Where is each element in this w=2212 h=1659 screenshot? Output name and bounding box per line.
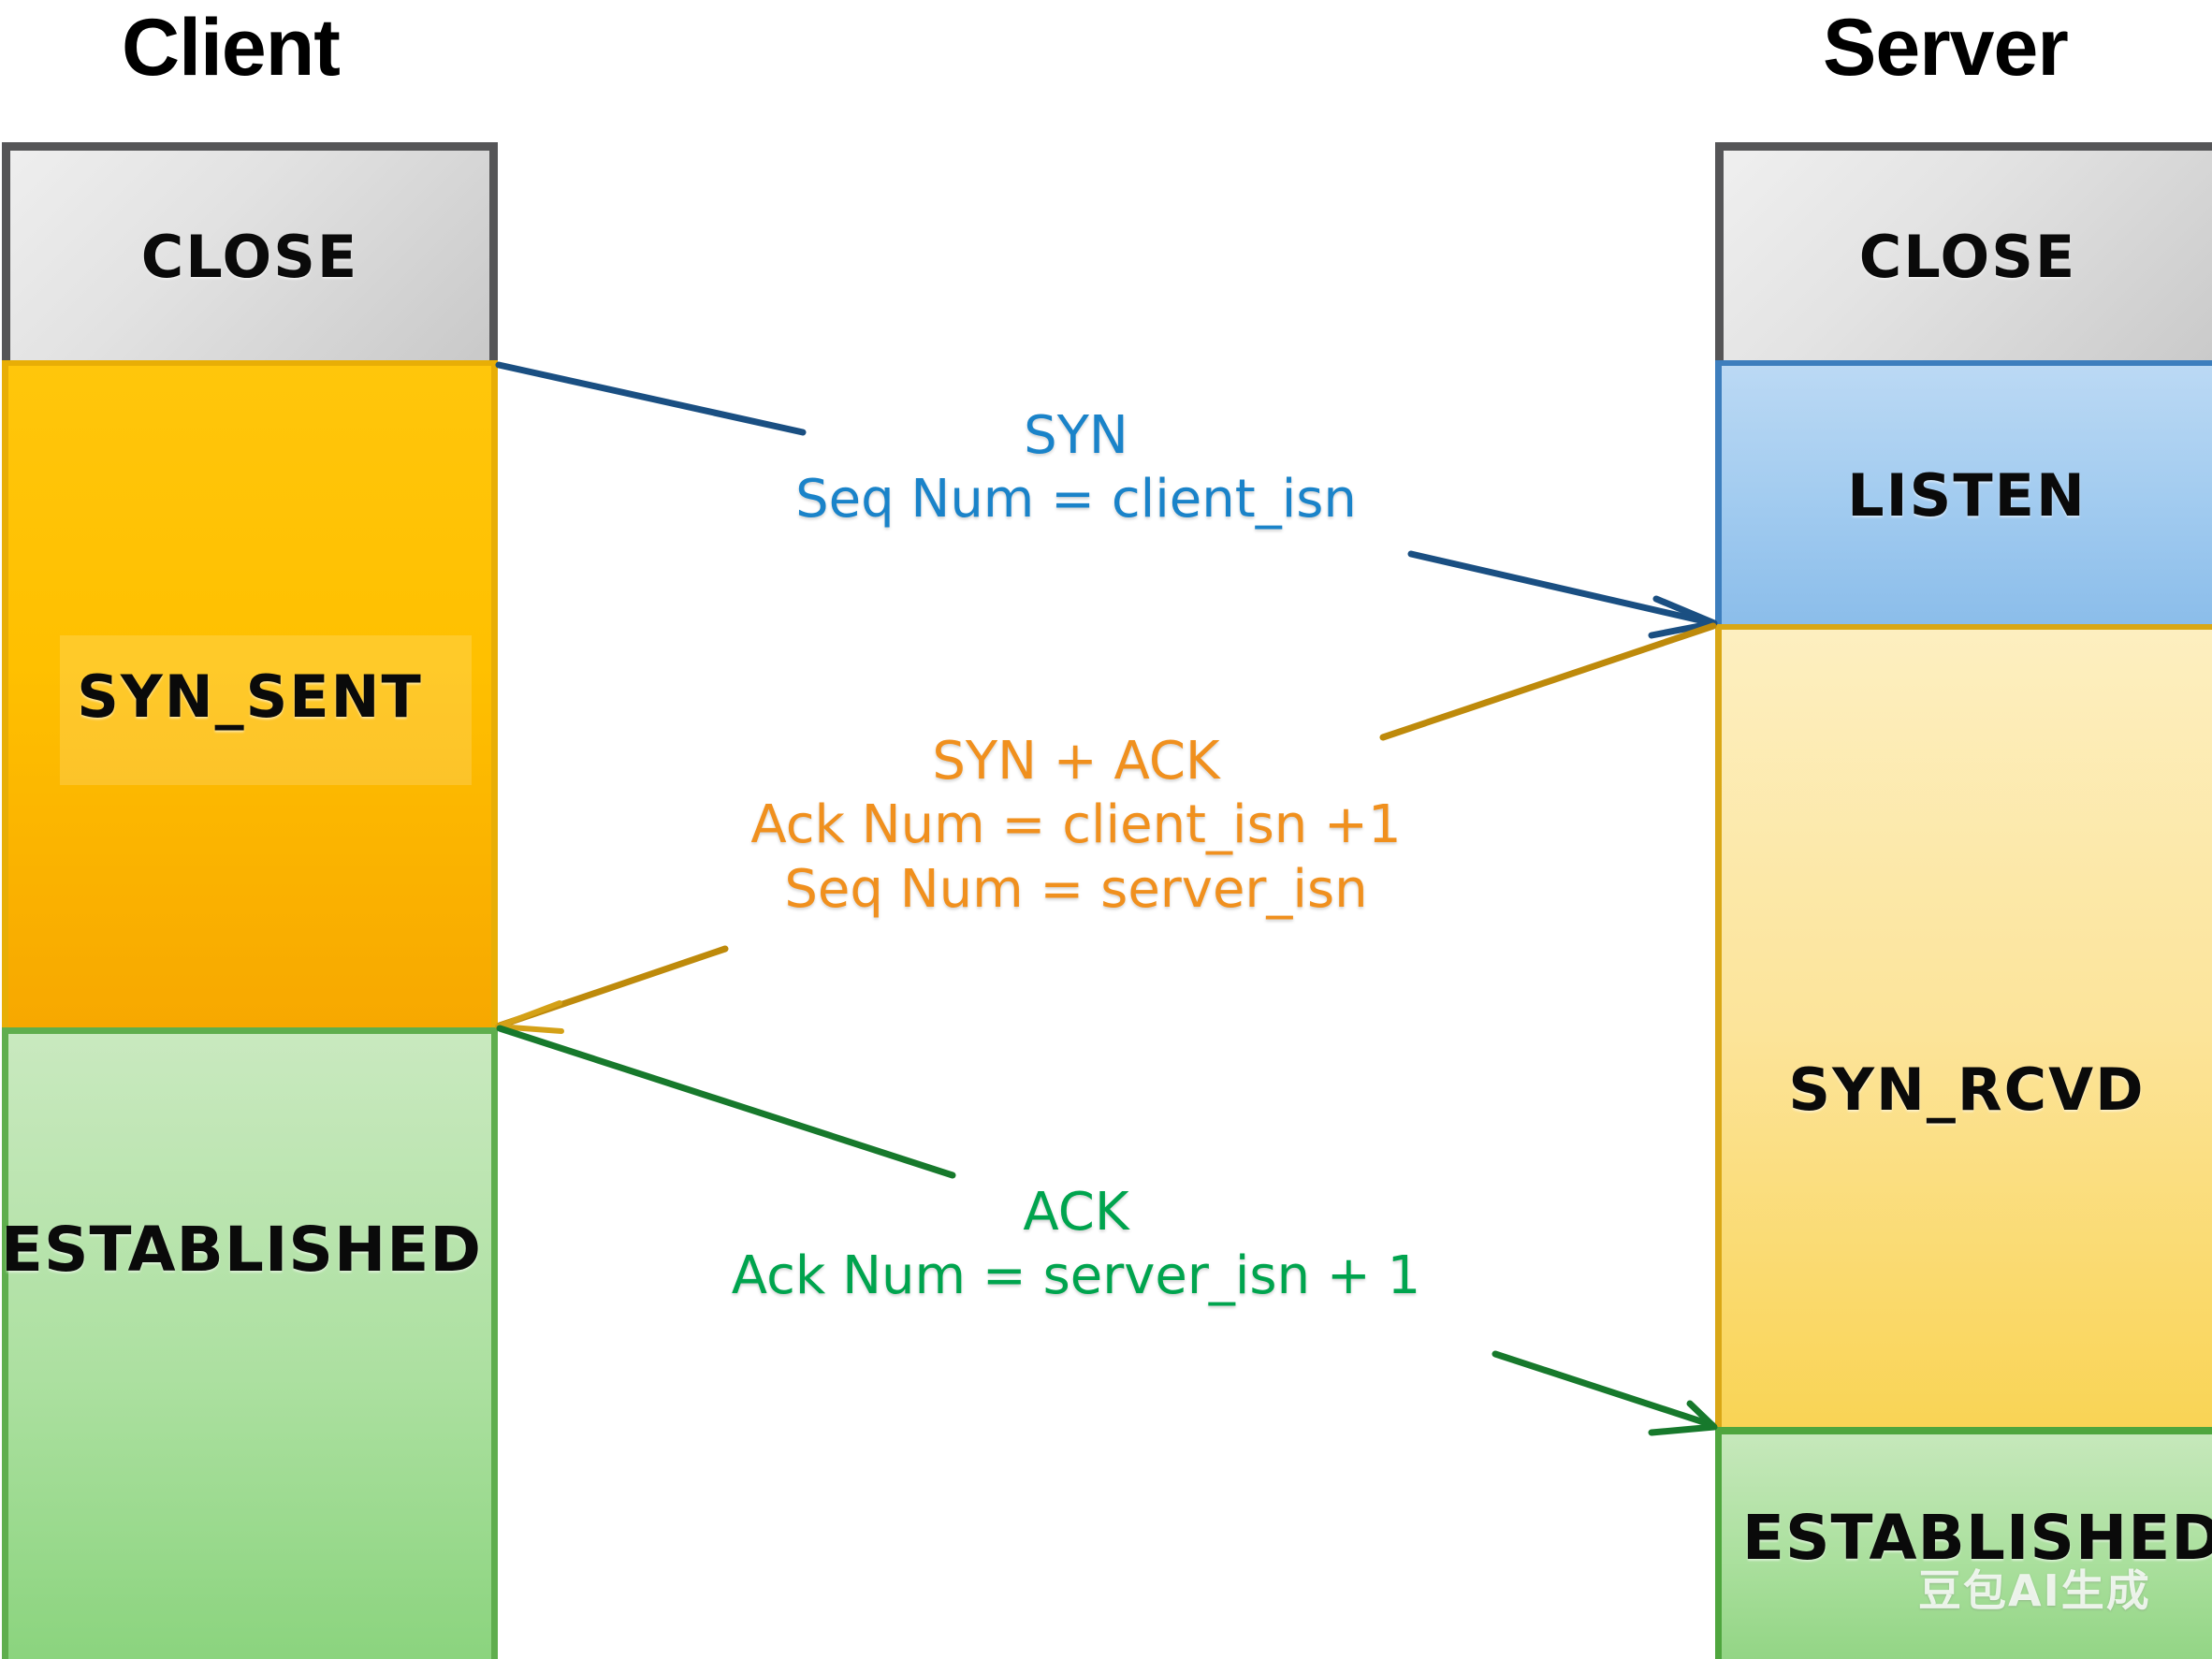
- watermark: 豆包AI生成: [1918, 1565, 2151, 1616]
- server-state-syn-rcvd-label: SYN_RCVD: [1788, 1055, 2146, 1124]
- message-ack: ACK Ack Num = server_isn + 1: [655, 1181, 1497, 1309]
- message-syn-line-1: Seq Num = client_isn: [795, 469, 1357, 531]
- server-state-established-label: ESTABLISHED: [1741, 1502, 2212, 1574]
- server-state-close: CLOSE: [1715, 142, 2212, 362]
- client-state-established-label: ESTABLISHED: [0, 1214, 483, 1286]
- server-state-close-label: CLOSE: [1858, 222, 2077, 291]
- message-syn-ack-line-2: Seq Num = server_isn: [784, 858, 1368, 920]
- message-ack-title: ACK: [1023, 1182, 1129, 1243]
- message-syn: SYN Seq Num = client_isn: [711, 404, 1441, 532]
- message-ack-line-1: Ack Num = server_isn + 1: [731, 1245, 1421, 1307]
- client-state-syn-sent: SYN_SENT: [2, 360, 498, 1027]
- server-state-listen: LISTEN: [1715, 360, 2212, 625]
- message-syn-ack-title: SYN + ACK: [932, 731, 1220, 792]
- client-state-syn-sent-label: SYN_SENT: [77, 662, 423, 731]
- server-state-listen-label: LISTEN: [1847, 461, 2087, 530]
- client-column-title: Client: [122, 3, 341, 93]
- server-state-established: ESTABLISHED: [1715, 1427, 2212, 1659]
- message-syn-ack: SYN + ACK Ack Num = client_isn +1 Seq Nu…: [655, 730, 1497, 922]
- message-syn-ack-line-1: Ack Num = client_isn +1: [750, 794, 1402, 856]
- syn-sent-highlight-rect: [60, 635, 472, 785]
- client-state-close-label: CLOSE: [140, 222, 359, 291]
- message-syn-title: SYN: [1024, 405, 1128, 466]
- client-state-close: CLOSE: [2, 142, 498, 362]
- server-state-syn-rcvd: SYN_RCVD: [1715, 624, 2212, 1427]
- server-column-title: Server: [1823, 3, 2069, 93]
- client-state-established: ESTABLISHED: [0, 1027, 498, 1659]
